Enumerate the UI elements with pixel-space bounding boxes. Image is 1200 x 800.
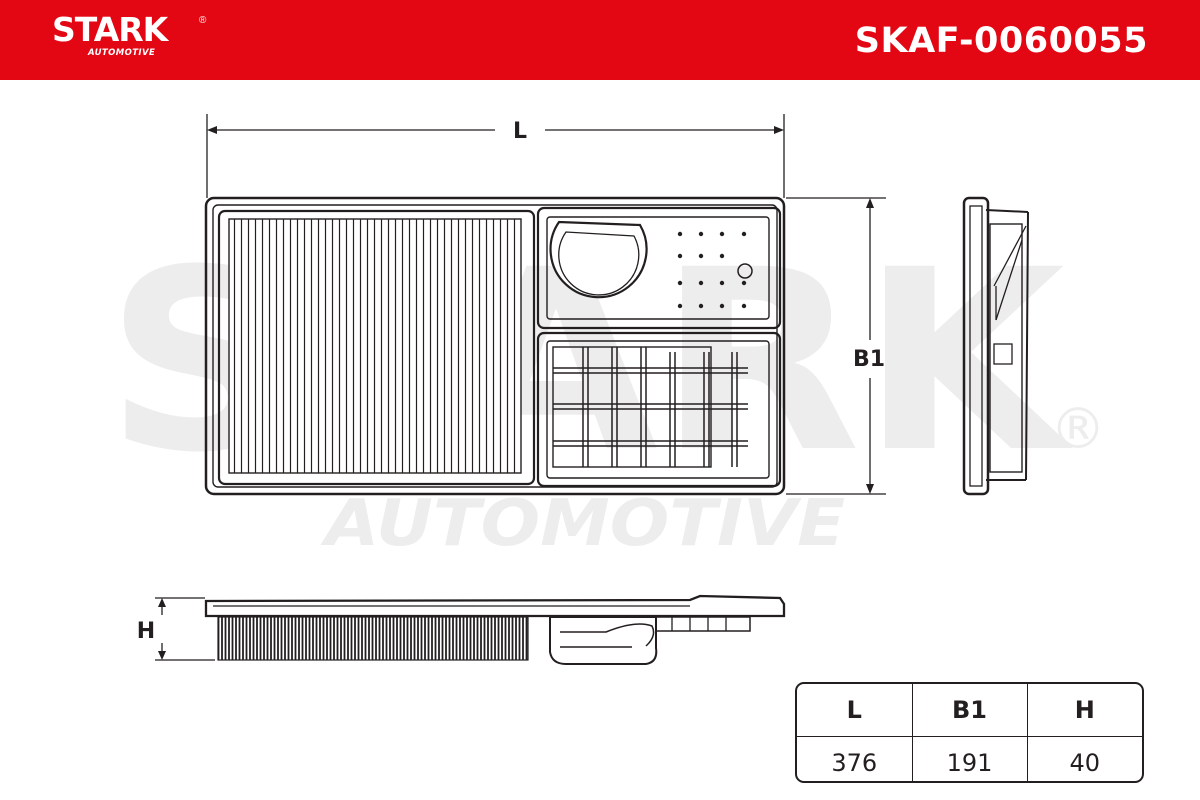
stark-logo: STARK ® AUTOMOTIVE: [52, 10, 206, 59]
dimensions-header-row: L B1 H: [797, 684, 1142, 737]
height-label: H: [137, 619, 155, 644]
length-label: L: [513, 119, 527, 144]
filter-side-view: [962, 196, 1029, 496]
header-width: B1: [911, 684, 1028, 737]
filter-holes: [677, 231, 747, 309]
filter-front-view: [204, 594, 786, 665]
logo-brand: STARK: [52, 10, 168, 49]
dimensions-value-row: 376 191 40: [797, 736, 1142, 781]
part-number: SKAF-0060055: [854, 21, 1148, 61]
dimensions-table: L B1 H 376 191 40: [795, 682, 1144, 783]
width-dimension: [786, 197, 886, 495]
watermark-registered: ®: [1050, 397, 1106, 462]
width-label: B1: [853, 347, 885, 372]
filter-top-view: [204, 196, 786, 496]
value-height: 40: [1026, 736, 1142, 781]
value-width: 191: [911, 736, 1028, 781]
logo-subline: AUTOMOTIVE: [88, 48, 156, 58]
watermark-subline: AUTOMOTIVE: [320, 487, 845, 561]
header-length: L: [797, 684, 913, 737]
header-height: H: [1026, 684, 1142, 737]
logo-registered-mark: ®: [199, 15, 207, 26]
length-dimension: [206, 114, 785, 198]
height-dimension: [155, 597, 215, 661]
header-bar: STARK ® AUTOMOTIVE SKAF-0060055: [0, 0, 1200, 80]
value-length: 376: [797, 736, 913, 781]
